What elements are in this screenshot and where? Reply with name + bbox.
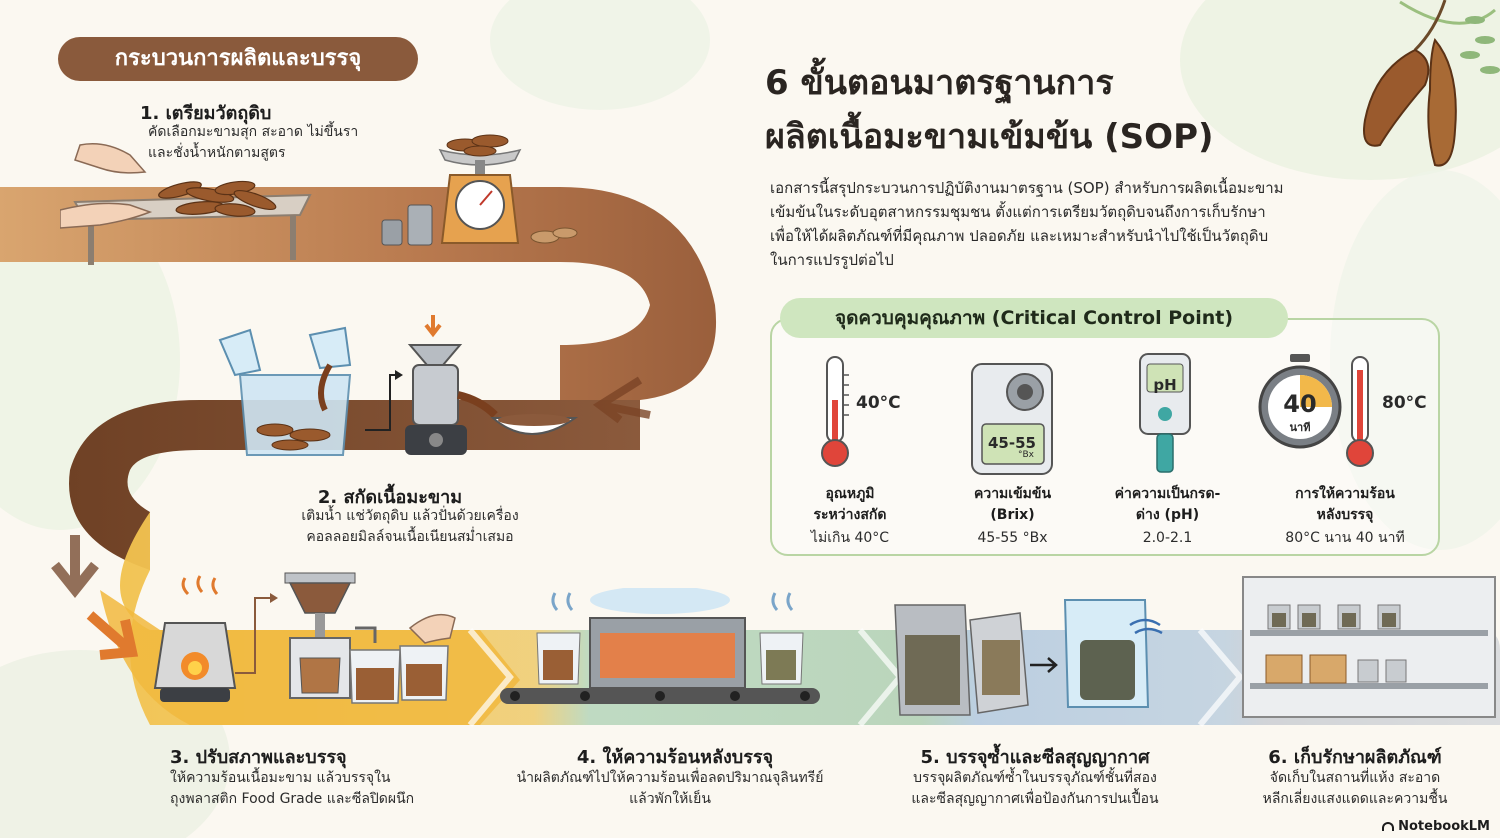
timer-icon xyxy=(1258,354,1342,449)
ccp-1-label-line-1: อุณหภูมิ xyxy=(825,486,875,502)
step-4-desc-line-1: นำผลิตภัณฑ์ไปให้ความร้อนเพื่อลดปริมาณจุล… xyxy=(516,770,824,786)
notebooklm-logo: NotebookLM xyxy=(1382,819,1490,834)
refractometer-icon xyxy=(971,363,1053,475)
weighing-scale-icon xyxy=(381,134,578,246)
ccp-4-label: การให้ความร้อน หลังบรรจุ xyxy=(1265,484,1425,526)
ccp-3-label-line-1: ค่าความเป็นกรด- xyxy=(1114,486,1221,502)
page-title-line-1: 6 ขั้นตอนมาตรฐานการ xyxy=(765,63,1114,103)
ccp-timer-value: 40 xyxy=(1283,390,1317,418)
intro-paragraph: เอกสารนี้สรุปกระบวนการปฏิบัติงานมาตรฐาน … xyxy=(770,176,1390,272)
logo-text: NotebookLM xyxy=(1398,819,1490,834)
ccp-heading: จุดควบคุมคุณภาพ (Critical Control Point) xyxy=(780,298,1288,338)
step-2-desc-line-1: เติมน้ำ แช่วัตถุดิบ แล้วปั่นด้วยเครื่อง xyxy=(301,508,519,524)
step-1-title: 1. เตรียมวัตถุดิบ xyxy=(140,103,272,124)
tamarind-pods-icon xyxy=(1363,0,1500,167)
extraction-machine-icon xyxy=(218,315,579,456)
vacuum-seal-bag-icon xyxy=(894,599,1163,716)
ccp-1-label: อุณหภูมิ ระหว่างสกัด xyxy=(790,484,910,526)
ccp-timer-unit: นาที xyxy=(1289,421,1311,434)
step-1-desc-line-2: และชั่งน้ำหนักตามสูตร xyxy=(148,145,286,161)
intro-line-4: ในการแปรรูปต่อไป xyxy=(770,251,894,269)
step-3-title: 3. ปรับสภาพและบรรจุ xyxy=(170,747,347,768)
step-3-desc-line-1: ให้ความร้อนเนื้อมะขาม แล้วบรรจุใน xyxy=(170,770,391,786)
step-5-title: 5. บรรจุซ้ำและซีลสุญญากาศ xyxy=(920,747,1150,768)
ccp-2-label: ความเข้มข้น (Brix) xyxy=(950,484,1075,526)
ccp-1-value: ไม่เกิน 40°C xyxy=(810,530,890,546)
kettle-and-filling-icon xyxy=(153,572,456,704)
page-title-line-2: ผลิตเนื้อมะขามเข้มข้น (SOP) xyxy=(765,117,1214,157)
step-5-desc-line-1: บรรจุผลิตภัณฑ์ซ้ำในบรรจุภัณฑ์ชั้นที่สอง xyxy=(913,770,1157,786)
step-2-desc-line-2: คอลลอยมิลล์จนเนื้อเนียนสม่ำเสมอ xyxy=(306,529,514,545)
ccp-4-label-line-1: การให้ความร้อน xyxy=(1295,486,1395,502)
ccp-4-label-line-2: หลังบรรจุ xyxy=(1316,507,1374,523)
ccp-2-label-line-2: (Brix) xyxy=(990,507,1035,523)
step-4-title: 4. ให้ความร้อนหลังบรรจุ xyxy=(576,747,774,768)
ccp-ph-readout: pH xyxy=(1153,376,1177,394)
section-label: กระบวนการผลิตและบรรจุ xyxy=(58,37,418,81)
intro-line-2: เข้มข้นในระดับอุตสาหกรรมชุมชน ตั้งแต่การ… xyxy=(770,203,1266,221)
ccp-3-value: 2.0-2.1 xyxy=(1142,530,1193,546)
step-6-desc-line-2: หลีกเลี่ยงแสงแดดและความชื้น xyxy=(1262,791,1448,807)
ccp-heat-readout: 80°C xyxy=(1382,393,1427,413)
tamarind-table-icon xyxy=(60,143,312,265)
ccp-brix-readout: 45-55 xyxy=(988,434,1036,452)
ccp-2-value: 45-55 °Bx xyxy=(977,530,1048,546)
thermometer-icon xyxy=(821,356,849,467)
thermometer-icon xyxy=(1346,356,1374,467)
ccp-3-label-line-2: ด่าง (pH) xyxy=(1135,507,1200,523)
storage-shelf-icon xyxy=(1242,576,1496,718)
intro-line-3: เพื่อให้ได้ผลิตภัณฑ์ที่มีคุณภาพ ปลอดภัย … xyxy=(770,227,1269,245)
step-6-desc-line-1: จัดเก็บในสถานที่แห้ง สะอาด xyxy=(1269,770,1441,786)
ccp-1-label-line-2: ระหว่างสกัด xyxy=(813,507,887,523)
ccp-4-value: 80°C นาน 40 นาที xyxy=(1285,530,1405,546)
logo-icon xyxy=(1382,822,1395,831)
ph-meter-icon xyxy=(1139,353,1191,473)
step-3-desc-line-2: ถุงพลาสติก Food Grade และซีลปิดผนึก xyxy=(170,791,415,807)
step-4-desc-line-2: แล้วพักให้เย็น xyxy=(629,791,711,807)
step-1-desc-line-1: คัดเลือกมะขามสุก สะอาด ไม่ขึ้นรา xyxy=(148,124,359,140)
step-5-desc-line-2: และซีลสุญญากาศเพื่อป้องกันการปนเปื้อน xyxy=(911,791,1159,807)
page-title: 6 ขั้นตอนมาตรฐานการ ผลิตเนื้อมะขามเข้มข้… xyxy=(765,56,1325,164)
ccp-2-label-line-1: ความเข้มข้น xyxy=(973,486,1052,502)
step-6-title: 6. เก็บรักษาผลิตภัณฑ์ xyxy=(1268,747,1442,768)
intro-line-1: เอกสารนี้สรุปกระบวนการปฏิบัติงานมาตรฐาน … xyxy=(770,179,1284,197)
ccp-temp-readout: 40°C xyxy=(856,393,901,413)
step-2-title: 2. สกัดเนื้อมะขาม xyxy=(317,487,463,508)
ccp-3-label: ค่าความเป็นกรด- ด่าง (pH) xyxy=(1095,484,1240,526)
ccp-brix-readout-unit: °Bx xyxy=(1018,450,1035,460)
heating-tunnel-icon xyxy=(500,588,820,704)
